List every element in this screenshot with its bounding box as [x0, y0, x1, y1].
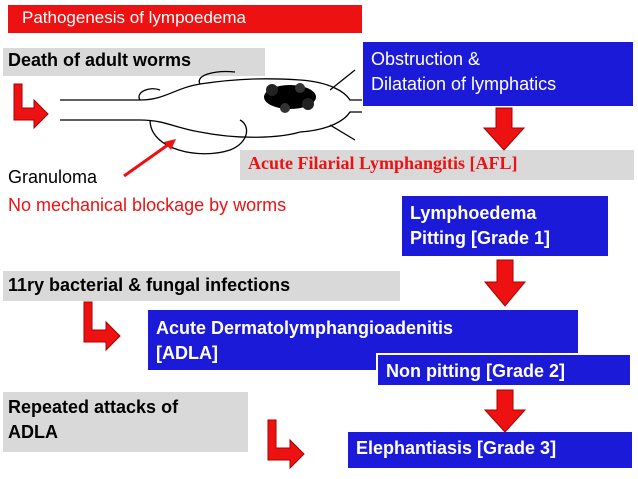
worm-mass-icon [264, 83, 316, 113]
down-arrow-icon [483, 259, 527, 307]
obstruction-line-2: Dilatation of lymphatics [371, 74, 557, 94]
repeated-line-2: ADLA [8, 422, 58, 442]
down-arrow-icon [482, 107, 526, 151]
granuloma-pointer-head-icon [164, 139, 176, 150]
granuloma-label: Granuloma [8, 167, 98, 187]
granuloma-pointer-icon [123, 140, 173, 178]
obstruction-box: Obstruction & Dilatation of lymphatics [363, 42, 633, 106]
repeated-attacks-box: Repeated attacks of ADLA [3, 392, 248, 452]
adla-line-2: [ADLA] [156, 343, 218, 363]
adla-line-1: Acute Dermatolymphangioadenitis [156, 318, 454, 338]
lymphoedema-line-1: Lymphoedema [410, 203, 537, 223]
elbow-arrow-icon [267, 419, 305, 470]
elephantiasis-box: Elephantiasis [Grade 3] [348, 432, 632, 468]
lymph-vessel-illustration [60, 69, 362, 155]
repeated-line-1: Repeated attacks of [8, 397, 179, 417]
non-pitting-box: Non pitting [Grade 2] [376, 353, 632, 387]
adla-box: Acute Dermatolymphangioadenitis [ADLA] [148, 310, 578, 370]
down-arrow-icon [483, 389, 527, 433]
death-of-worms-box: Death of adult worms [3, 48, 265, 76]
afl-box: Acute Filarial Lymphangitis [AFL] [240, 150, 634, 180]
elbow-arrow-icon [13, 83, 49, 130]
elbow-arrow-icon [83, 301, 121, 352]
lymphoedema-line-2: Pitting [Grade 1] [410, 228, 551, 248]
slide-title: Pathogenesis of lympoedema [8, 5, 362, 33]
obstruction-line-1: Obstruction & [371, 49, 481, 69]
lymphoedema-box: Lymphoedema Pitting [Grade 1] [402, 196, 608, 256]
no-blockage-text: No mechanical blockage by worms [8, 195, 287, 215]
infections-box: 11ry bacterial & fungal infections [3, 271, 400, 301]
